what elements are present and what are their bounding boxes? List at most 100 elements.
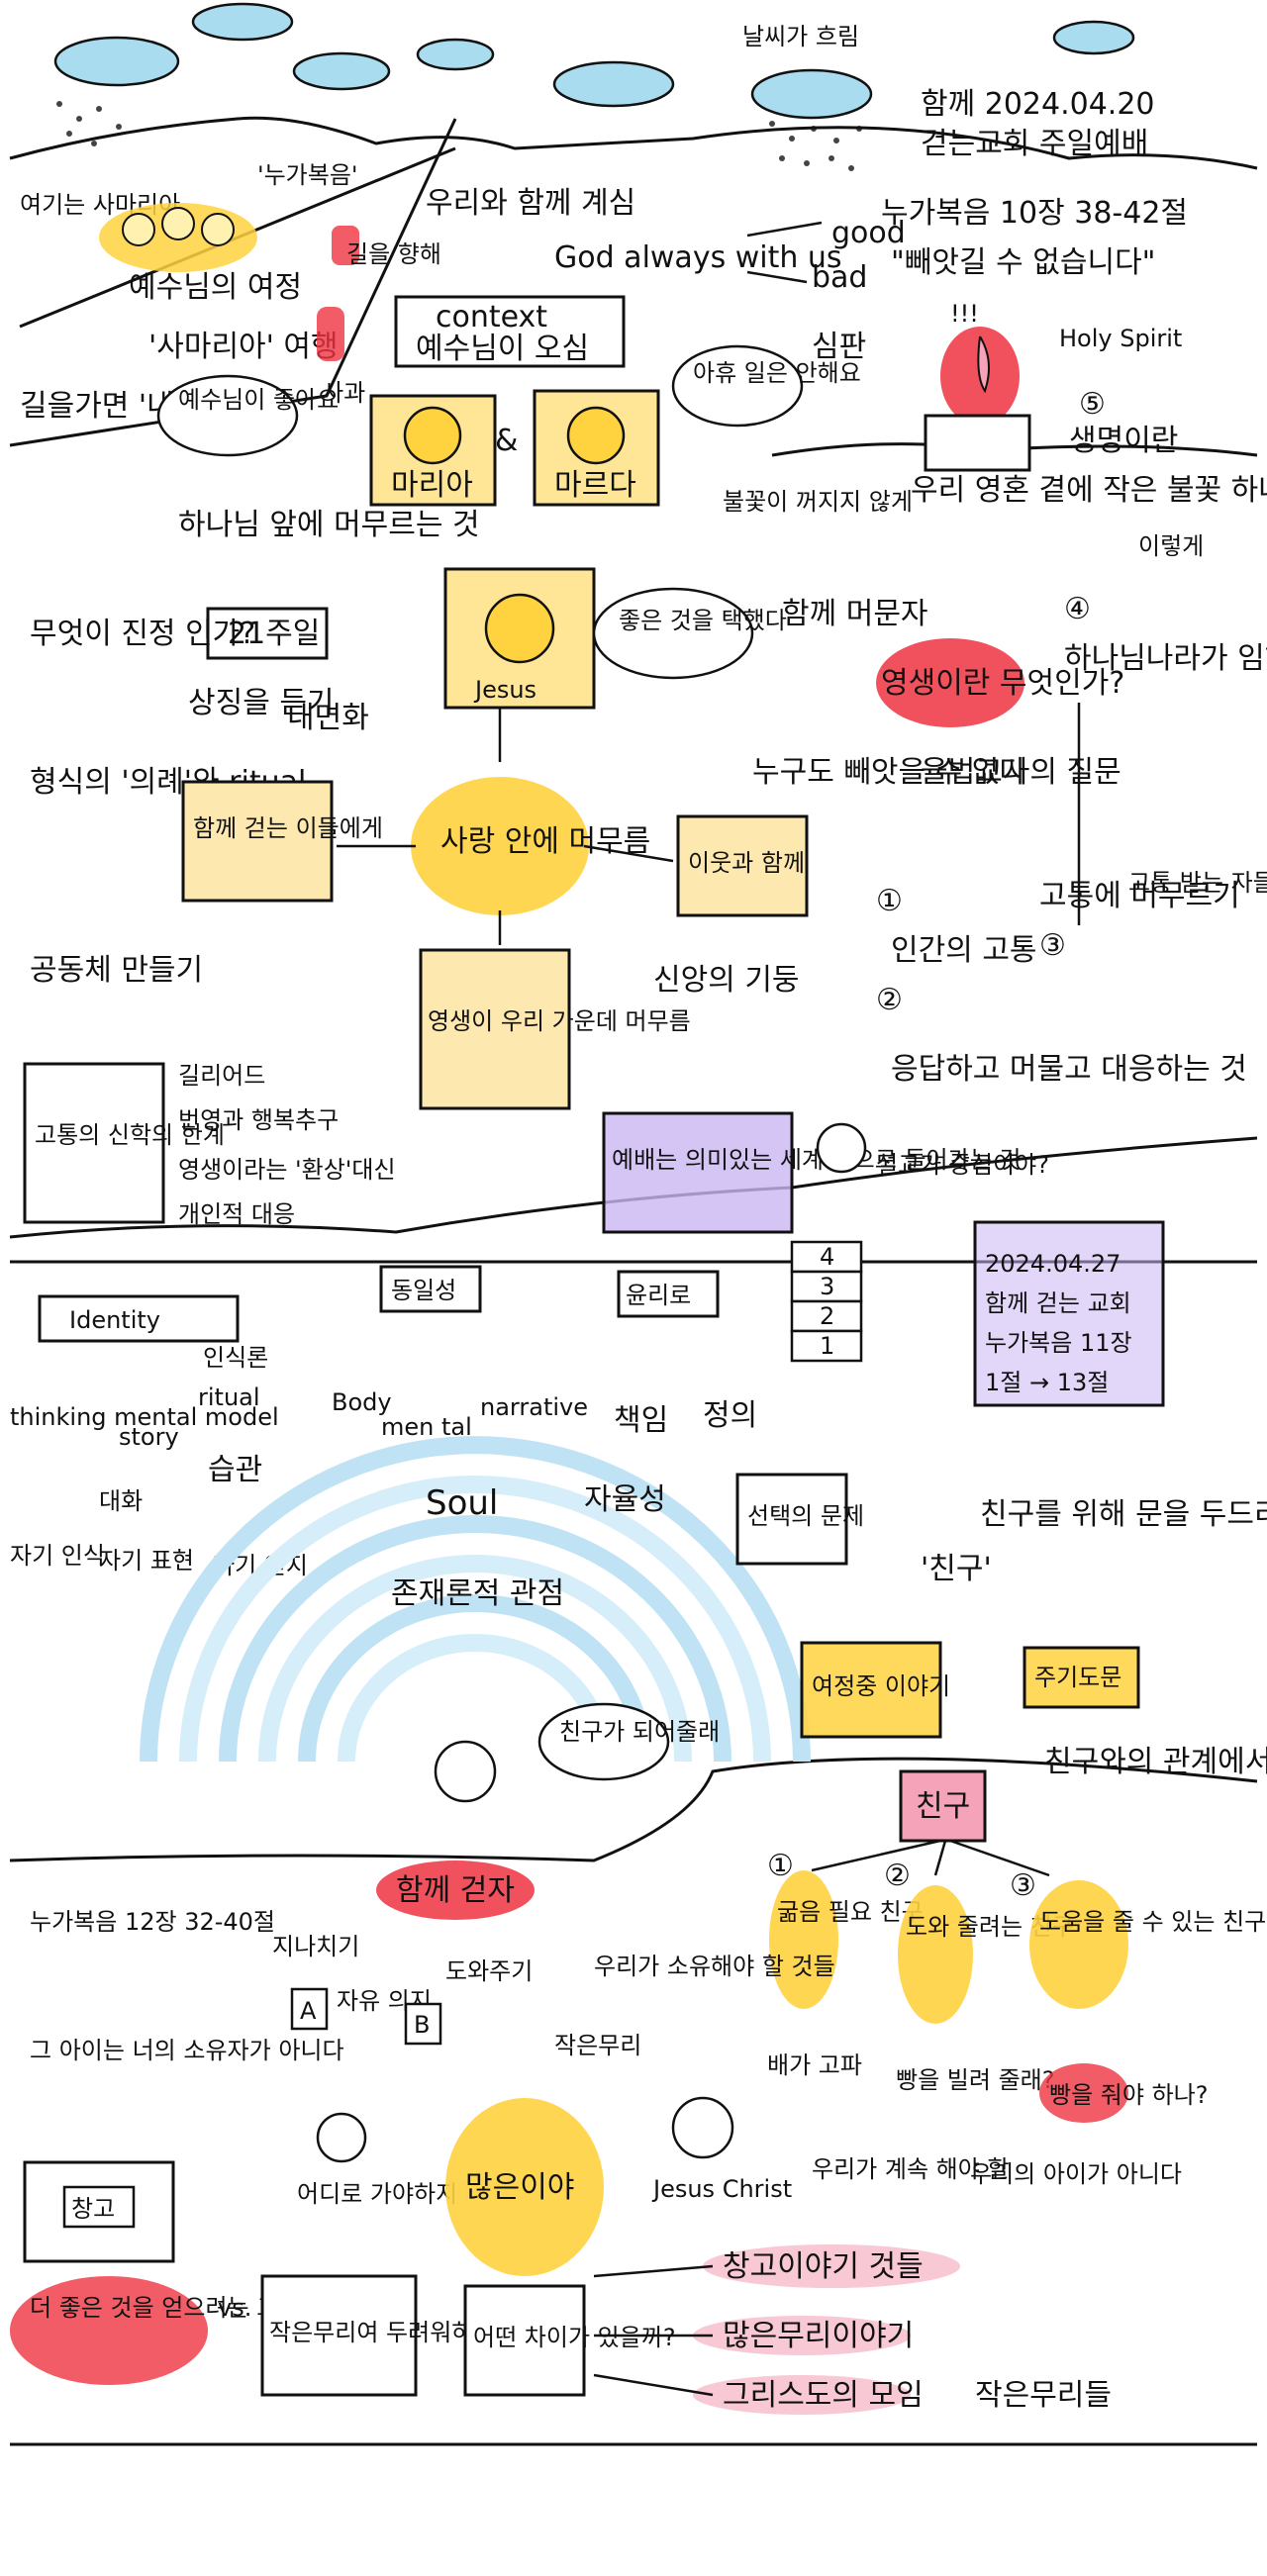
- red-mark: [317, 307, 344, 361]
- friend-note: 빵을 줘야 하나?: [1049, 2081, 1208, 2109]
- soul-label: Soul: [426, 1483, 498, 1523]
- good-choice: 좋은 것을 택했다: [619, 607, 787, 634]
- smiley-icon: [436, 1742, 495, 1801]
- smiley-icon: [318, 2114, 365, 2161]
- friend-note: 친구가 되어줄래: [559, 1718, 720, 1746]
- together-title: 우리와 함께 계심: [426, 186, 635, 221]
- header-church: 걷는교회 주일예배: [921, 127, 1148, 161]
- red-blob: [10, 2276, 208, 2385]
- narrative-note: narrative: [480, 1393, 588, 1421]
- covenant-pillar: 신앙의 기둥: [653, 963, 800, 998]
- header-date: 함께 2024.04.20: [921, 87, 1155, 122]
- self-recog: 자기 인식: [10, 1542, 105, 1570]
- eternal-stay-label: 영생이 우리 가운데 머무름: [428, 1007, 691, 1035]
- step4-num: ④: [1064, 592, 1091, 626]
- lawyer-question: 율법교사의 질문: [921, 755, 1121, 790]
- what-is-true: 무엇이 진정 인가?: [30, 617, 255, 651]
- god-line: God always with us: [554, 240, 842, 275]
- friend-note: 빵을 빌려 줄래?: [896, 2066, 1054, 2094]
- barn-box: 창고: [25, 2162, 173, 2261]
- fire-number: ⑤: [1079, 387, 1106, 422]
- inner-label: 내면화: [287, 701, 369, 735]
- sameness-label: 동일성: [391, 1277, 456, 1304]
- list-item: 번영과 행복추구: [178, 1106, 339, 1134]
- help-give-label: 도와주기: [445, 1957, 533, 1985]
- cloud: [55, 38, 178, 85]
- habit-note: 습관: [208, 1453, 262, 1487]
- not-yours: 그 아이는 너의 소유자가 아니다: [30, 2037, 344, 2064]
- candle: [926, 416, 1029, 470]
- stair-label: 4: [820, 1243, 834, 1271]
- fire-question: 우리 영혼 곁에 작은 불꽃 하나: [911, 473, 1267, 508]
- door-label: 주기도문: [1034, 1664, 1121, 1691]
- identity-label: Identity: [69, 1306, 160, 1334]
- body-note: Body: [332, 1388, 392, 1416]
- and-mark: &: [495, 424, 518, 458]
- holy-spirit-note: Holy Spirit: [1059, 325, 1182, 352]
- friend-type: 굶음 필요 친구: [777, 1898, 924, 1926]
- header-quote: "빼앗길 수 없습니다": [891, 245, 1155, 280]
- stair-label: 3: [820, 1273, 834, 1300]
- list-item: 개인적 대응: [178, 1200, 295, 1228]
- stay-with-love: 사랑 안에 머무름: [440, 824, 650, 859]
- record-church: 함께 걷는 교회: [985, 1289, 1131, 1317]
- diff-box: 어떤 차이가 있을까?: [465, 2286, 676, 2395]
- where-go: 어디로 가야하지: [297, 2180, 457, 2208]
- more-things: 더 좋은 것을 얻으려는 그것: [30, 2294, 300, 2322]
- diff-question: 어떤 차이가 있을까?: [473, 2324, 676, 2351]
- cloud: [418, 40, 493, 69]
- we-must-have: 우리가 소유해야 할 것들: [594, 1953, 835, 1980]
- good-label: good: [831, 216, 906, 250]
- record-verses: 1절 → 13절: [985, 1369, 1109, 1396]
- arrow1-label: 창고이야기 것들: [723, 2249, 924, 2284]
- samaria-journey: '사마리아' 여행: [148, 330, 339, 364]
- box-b-label: B: [414, 2011, 430, 2039]
- story-label: 여정중 이야기: [812, 1672, 950, 1700]
- cloud: [1054, 22, 1133, 53]
- friend-num: ②: [884, 1859, 911, 1893]
- smiley-icon: [405, 408, 460, 463]
- jesus-label: Jesus: [473, 676, 536, 704]
- martha-label: 마르다: [554, 468, 636, 503]
- record-scripture: 누가복음 11장: [985, 1329, 1132, 1357]
- worried-face-icon: [568, 408, 624, 463]
- fire-keep: 불꽃이 꺼지지 않게: [723, 488, 913, 516]
- walking-people-label: 함께 걷는 이들에게: [193, 814, 383, 842]
- luke12-label: 누가복음 12장 32-40절: [30, 1908, 275, 1936]
- not-ours: 우리의 아이가 아니다: [970, 2160, 1182, 2188]
- smiley-icon: [202, 214, 234, 245]
- list-item: 영생이라는 '환상'대신: [178, 1156, 396, 1184]
- jesus-like-note: 예수님이 좋아요: [178, 386, 339, 414]
- door-box: 주기도문: [1024, 1648, 1138, 1707]
- disciples-group: [99, 203, 257, 272]
- step3-side: 고통 받는 자들과 함께 하기: [1128, 869, 1267, 897]
- friend-relation: 친구와의 관계에서: [1044, 1745, 1267, 1779]
- stairs: 4 3 2 1: [792, 1242, 861, 1361]
- yellow-highlight: [769, 1870, 838, 2009]
- friend-type: 도움을 줄 수 있는 친구: [1039, 1908, 1266, 1936]
- smiley-icon: [818, 1124, 865, 1172]
- jesus-christ: Jesus Christ: [651, 2175, 792, 2203]
- friend-seek: 친구를 위해 문을 두드리는 사람: [980, 1497, 1267, 1532]
- bad-label: bad: [812, 260, 867, 295]
- ritual-note: ritual: [198, 1383, 260, 1411]
- together-stay: 함께 머문자: [782, 597, 928, 631]
- community: 공동체 만들기: [30, 953, 203, 988]
- recognition-note: 인식론: [203, 1344, 268, 1372]
- step1-num: ①: [876, 884, 903, 918]
- stay-before-god: 하나님 앞에 머무르는 것: [178, 508, 480, 542]
- header-scripture: 누가복음 10장 38-42절: [881, 196, 1188, 231]
- arrow3-label: 그리스도의 모임: [723, 2378, 924, 2413]
- context-line1: context: [436, 300, 547, 334]
- friend-note: 배가 고파: [767, 2051, 862, 2079]
- self-expr: 자기 표현: [99, 1547, 194, 1574]
- choice-box: 선택의 문제: [737, 1475, 864, 1564]
- yellow-highlight: [1029, 1880, 1128, 2009]
- friend-quote: '친구': [921, 1552, 992, 1586]
- step4-text: 하나님나라가 임하는 순간: [1064, 641, 1267, 676]
- step2-text: 응답하고 머물고 대응하는 것: [891, 1052, 1247, 1087]
- jesus-journey: 예수님의 여정: [129, 270, 302, 305]
- weather-note: 날씨가 흐림: [742, 23, 859, 50]
- choice-label: 선택의 문제: [747, 1502, 864, 1530]
